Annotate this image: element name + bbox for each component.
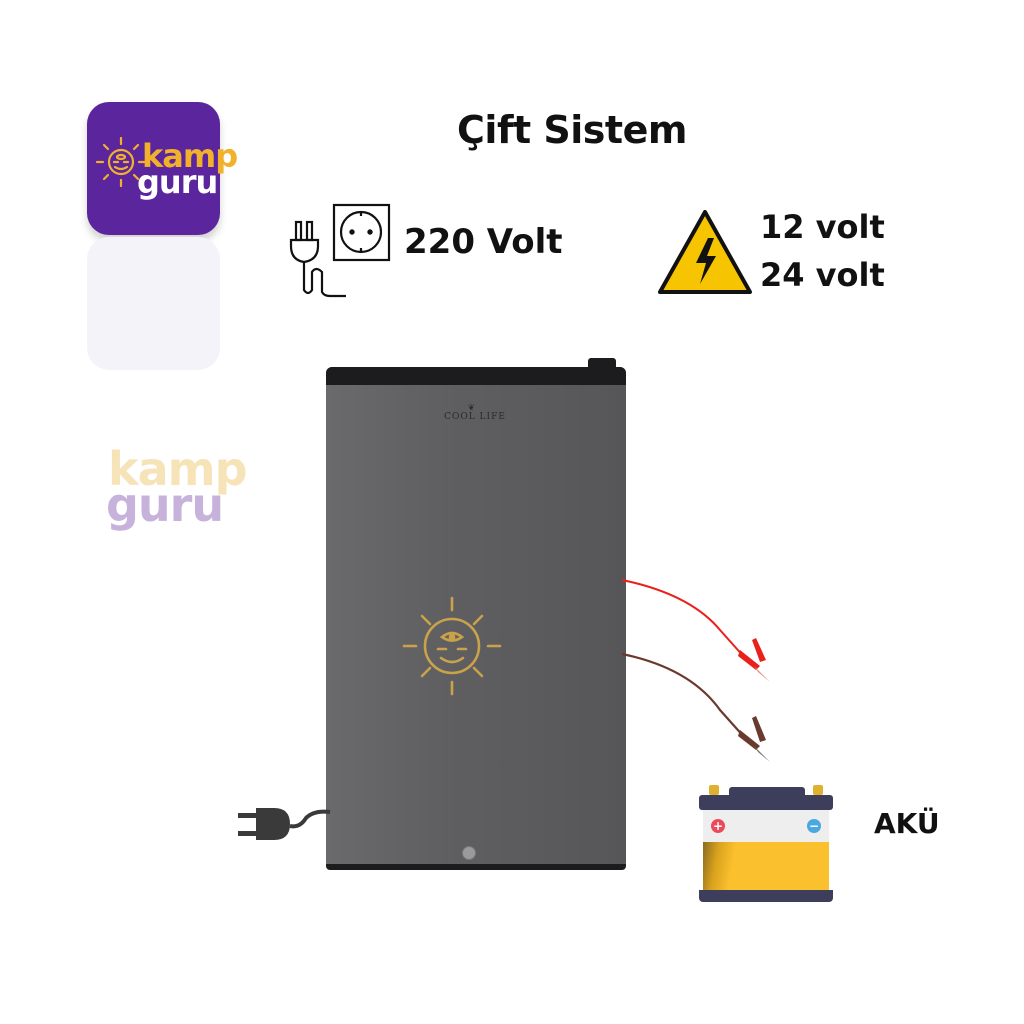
- battery: + −: [697, 785, 837, 903]
- plug-socket-icon: [289, 203, 391, 298]
- battery-terminal-negative: [813, 785, 823, 795]
- sun-face-icon: [95, 136, 147, 188]
- power-plug-icon: [238, 808, 331, 840]
- logo-word-guru: guru: [137, 163, 218, 201]
- dc-voltage-labels: 12 volt 24 volt: [760, 203, 885, 299]
- ac-voltage-label: 220 Volt: [404, 222, 563, 262]
- dc-voltage-24: 24 volt: [760, 256, 885, 294]
- dc-voltage-12: 12 volt: [760, 208, 885, 246]
- battery-cables: [621, 579, 770, 762]
- battery-label: AKÜ: [874, 807, 940, 840]
- positive-terminal-icon: +: [711, 819, 725, 833]
- sun-face-icon: [402, 596, 502, 696]
- negative-terminal-icon: −: [807, 819, 821, 833]
- battery-top: [699, 795, 833, 810]
- fridge-hinge: [588, 358, 616, 370]
- fridge-brand: COOL LIFE: [444, 412, 506, 422]
- high-voltage-warning-icon: [658, 210, 752, 294]
- battery-body: [703, 842, 829, 892]
- battery-base: [699, 890, 833, 902]
- battery-terminal-positive: [709, 785, 719, 795]
- logo-word-kamp: kamp: [142, 137, 238, 175]
- mini-fridge: [326, 367, 626, 867]
- brand-leaf-icon: ❦: [468, 403, 475, 412]
- page-title: Çift Sistem: [457, 108, 687, 152]
- fridge-bottom-trim: [326, 864, 626, 870]
- fridge-top-trim: [326, 367, 626, 385]
- app-icon: kamp guru: [87, 102, 238, 235]
- fridge-lock-icon: [462, 846, 476, 860]
- app-icon-reflection: [87, 237, 220, 370]
- faded-logo-kamp: kamp: [108, 442, 247, 496]
- faded-logo-guru: guru: [106, 478, 224, 532]
- battery-cap: [729, 787, 805, 797]
